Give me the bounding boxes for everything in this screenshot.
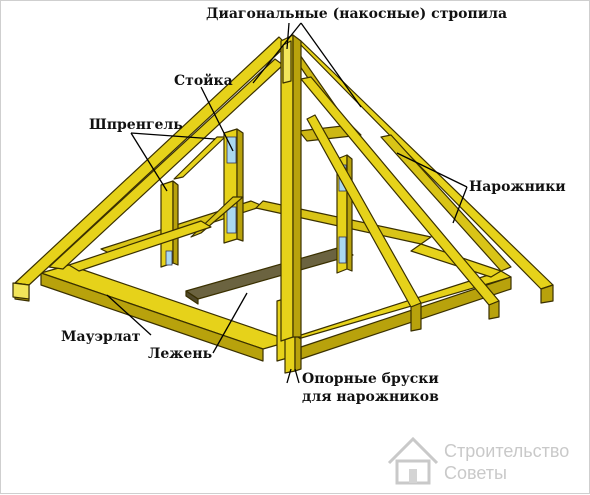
house-icon: [387, 436, 439, 485]
watermark-logo: Строительство Советы: [387, 436, 569, 485]
label-diagonal-rafters: Диагональные (накосные) стропила: [206, 6, 507, 22]
watermark-line2: Советы: [444, 463, 507, 483]
left-jack-rafter: [48, 58, 284, 270]
left-hip-rafter: [12, 36, 288, 302]
watermark-line1: Строительство: [444, 441, 569, 461]
front-hip-rafter: [280, 34, 302, 342]
label-strut: Шпренгель: [89, 117, 183, 133]
mauerlat-front: [40, 220, 512, 362]
label-post: Стойка: [174, 72, 233, 89]
lezhen-beam: [185, 246, 354, 305]
leader-lines: [106, 22, 468, 384]
label-support-bars-line1: Опорные бруски: [302, 371, 439, 387]
label-jack-rafters: Нарожники: [469, 179, 566, 195]
label-support-bars-line2: для нарожников: [302, 389, 439, 405]
label-wall-plate: Мауэрлат: [61, 329, 141, 345]
right-jack-rafters: [300, 76, 512, 332]
label-sill-beam: Лежень: [148, 346, 212, 362]
